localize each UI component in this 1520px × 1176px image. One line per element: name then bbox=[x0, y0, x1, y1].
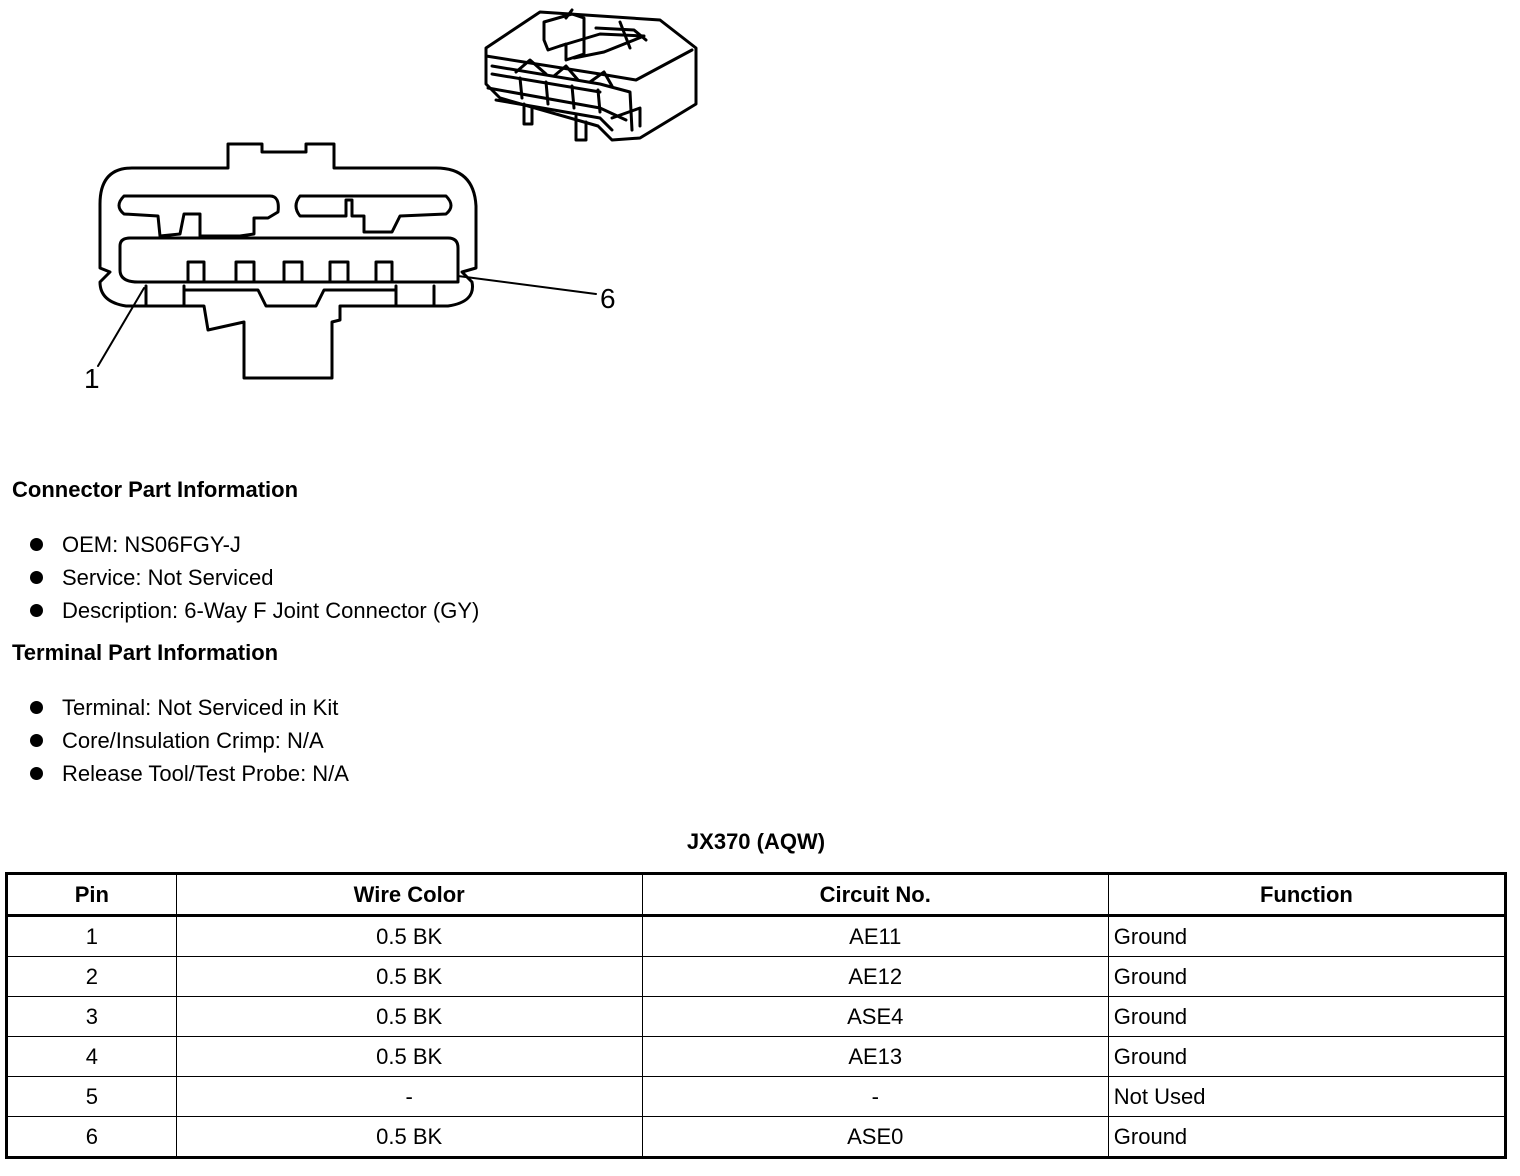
pin-cell: 3 bbox=[6, 996, 177, 1037]
pin-cell: 2 bbox=[6, 956, 177, 997]
terminal-info-list: Terminal: Not Serviced in Kit Core/Insul… bbox=[0, 691, 349, 790]
function-cell: Ground bbox=[1107, 996, 1507, 1037]
function-cell: Ground bbox=[1107, 915, 1507, 957]
circuit-cell: - bbox=[641, 1076, 1109, 1117]
terminal-info-title: Terminal Part Information bbox=[12, 640, 279, 665]
pin-cell: 4 bbox=[6, 1036, 177, 1077]
pin-table: Pin Wire Color Circuit No. Function 1 0.… bbox=[5, 872, 1507, 1159]
list-item: Service: Not Serviced bbox=[0, 561, 479, 594]
column-header-pin: Pin bbox=[6, 873, 177, 916]
connector-3d-view bbox=[484, 8, 698, 142]
table-row: 1 0.5 BK AE11 Ground bbox=[6, 915, 1507, 957]
table-header-row: Pin Wire Color Circuit No. Function bbox=[6, 873, 1507, 916]
bullet-icon bbox=[30, 701, 43, 714]
function-cell: Not Used bbox=[1107, 1076, 1507, 1117]
list-item: Core/Insulation Crimp: N/A bbox=[0, 724, 349, 757]
connector-info-list: OEM: NS06FGY-J Service: Not Serviced Des… bbox=[0, 528, 479, 627]
table-row: 4 0.5 BK AE13 Ground bbox=[6, 1036, 1507, 1077]
function-cell: Ground bbox=[1107, 1116, 1507, 1158]
wire-color-cell: 0.5 BK bbox=[175, 956, 643, 997]
bullet-icon bbox=[30, 571, 43, 584]
pin-cell: 6 bbox=[6, 1116, 177, 1158]
wire-color-cell: 0.5 BK bbox=[175, 1036, 643, 1077]
connector-diagram: 1 6 bbox=[84, 8, 698, 394]
wire-color-cell: 0.5 BK bbox=[175, 915, 643, 957]
list-item: Terminal: Not Serviced in Kit bbox=[0, 691, 349, 724]
pin-cell: 5 bbox=[6, 1076, 177, 1117]
callout-pin-6: 6 bbox=[600, 283, 616, 314]
column-header-circuit-no: Circuit No. bbox=[641, 873, 1109, 916]
pin-cell: 1 bbox=[6, 915, 177, 957]
wire-color-cell: 0.5 BK bbox=[175, 996, 643, 1037]
bullet-icon bbox=[30, 604, 43, 617]
table-row: 6 0.5 BK ASE0 Ground bbox=[6, 1116, 1507, 1158]
bullet-icon bbox=[30, 538, 43, 551]
circuit-cell: AE12 bbox=[641, 956, 1109, 997]
circuit-cell: AE13 bbox=[641, 1036, 1109, 1077]
connector-face-view bbox=[98, 142, 478, 380]
callout-pin-1: 1 bbox=[84, 363, 100, 394]
table-row: 2 0.5 BK AE12 Ground bbox=[6, 956, 1507, 997]
list-item: OEM: NS06FGY-J bbox=[0, 528, 479, 561]
connector-info-title: Connector Part Information bbox=[12, 477, 299, 502]
function-cell: Ground bbox=[1107, 956, 1507, 997]
function-cell: Ground bbox=[1107, 1036, 1507, 1077]
list-item: Description: 6-Way F Joint Connector (GY… bbox=[0, 594, 479, 627]
table-row: 3 0.5 BK ASE4 Ground bbox=[6, 996, 1507, 1037]
bullet-icon bbox=[30, 734, 43, 747]
leader-line-pin-6 bbox=[457, 275, 597, 295]
column-header-function: Function bbox=[1107, 873, 1507, 916]
wire-color-cell: - bbox=[175, 1076, 643, 1117]
wire-color-cell: 0.5 BK bbox=[175, 1116, 643, 1158]
pin-table-title: JX370 (AQW) bbox=[686, 829, 826, 854]
column-header-wire-color: Wire Color bbox=[175, 873, 643, 916]
leader-line-pin-1 bbox=[97, 287, 145, 367]
table-row: 5 - - Not Used bbox=[6, 1076, 1507, 1117]
circuit-cell: ASE0 bbox=[641, 1116, 1109, 1158]
list-item: Release Tool/Test Probe: N/A bbox=[0, 757, 349, 790]
circuit-cell: AE11 bbox=[641, 915, 1109, 957]
circuit-cell: ASE4 bbox=[641, 996, 1109, 1037]
bullet-icon bbox=[30, 767, 43, 780]
